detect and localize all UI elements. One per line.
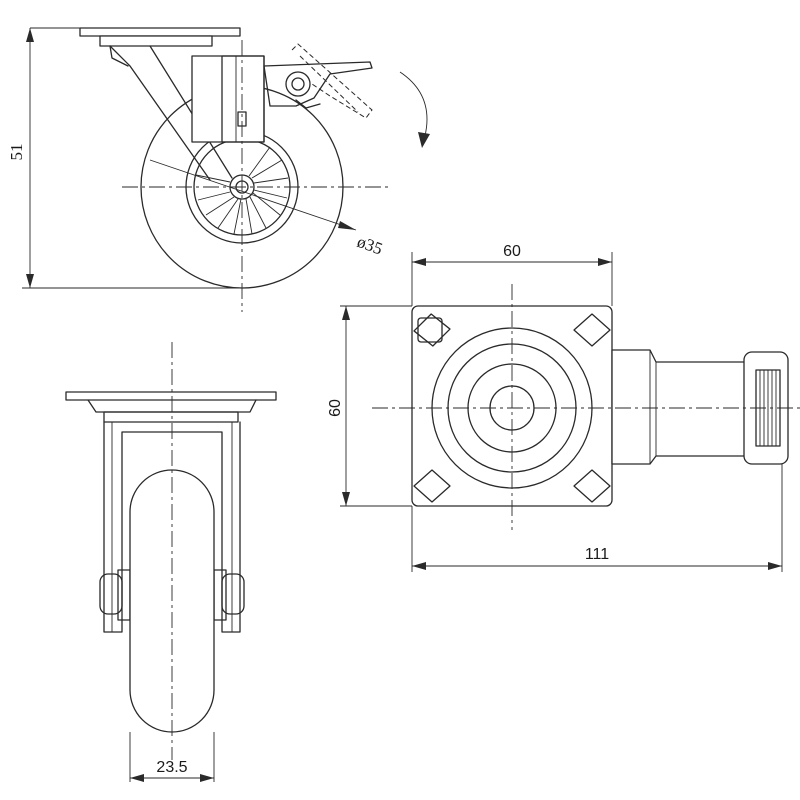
side-view: ø35 51 [7, 27, 430, 312]
side-fork-arm [109, 45, 233, 181]
side-swivel-race [99, 35, 213, 47]
front-view: 23.5 [65, 342, 277, 782]
front-top-plate [65, 391, 277, 401]
side-hub-spokes [195, 146, 289, 235]
side-brake-lever-alt [291, 43, 373, 119]
plate-width-label: 60 [503, 243, 521, 260]
top-view: 60 60 111 [327, 243, 800, 572]
top-mounting-holes [413, 313, 611, 503]
plate-height-label: 60 [327, 399, 344, 417]
side-top-plate [79, 27, 241, 37]
wheel-width-label: 23.5 [156, 759, 187, 776]
side-fork-shoulder [109, 45, 129, 67]
side-height-label: 51 [7, 144, 26, 161]
side-brake-housing [221, 55, 265, 143]
top-brake-lever [611, 349, 749, 465]
side-rotation-arrow [399, 71, 428, 141]
overall-length-label: 111 [585, 546, 609, 563]
front-axle-boss-left [99, 573, 123, 615]
side-fork-body [191, 55, 265, 143]
side-diameter-leader [149, 159, 357, 231]
side-brake-lever [263, 61, 373, 107]
front-axle-boss-right [221, 573, 245, 615]
side-brake-pivot [285, 71, 311, 97]
wheel-diameter-label: ø35 [355, 232, 385, 259]
